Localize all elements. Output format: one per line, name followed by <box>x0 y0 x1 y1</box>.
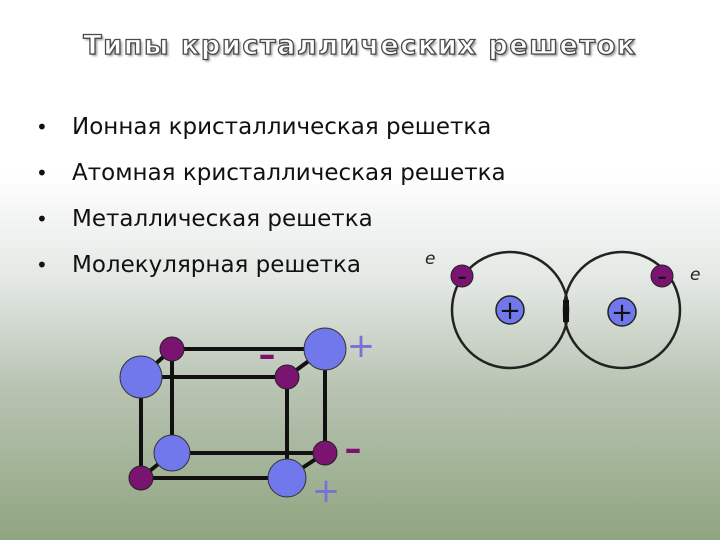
nucleus-plus-sign: + <box>611 298 633 328</box>
bullet-text: Атомная кристаллическая решетка <box>72 160 506 186</box>
cation-ball <box>267 458 307 498</box>
slide-title: Типы кристаллических решеток <box>83 29 637 61</box>
nucleus <box>495 295 525 325</box>
minus-sign: – <box>345 429 362 469</box>
bullet-list: • Ионная кристаллическая решетка • Атомная… <box>36 104 506 288</box>
bullet-dot: • <box>36 207 48 231</box>
electron-label: e <box>690 265 700 285</box>
bullet-item-metallic: • Металлическая решетка <box>36 196 506 242</box>
electron-minus-sign: – <box>658 267 667 288</box>
atomic-bond-diagram: + + – – e e <box>425 249 700 370</box>
bullet-dot: • <box>36 161 48 185</box>
electron-label: e <box>425 249 435 269</box>
bullet-text: Ионная кристаллическая решетка <box>72 114 492 140</box>
cation-ball <box>153 434 191 472</box>
nucleus-plus-sign: + <box>499 296 521 326</box>
nucleus <box>607 297 637 327</box>
anion-ball <box>128 465 154 491</box>
plus-sign: + <box>347 326 376 366</box>
bullet-dot: • <box>36 253 48 277</box>
ionic-lattice-diagram: + – – + <box>119 326 376 511</box>
anion-ball <box>159 336 185 362</box>
bullet-item-atomic: • Атомная кристаллическая решетка <box>36 150 506 196</box>
anion-ball <box>312 440 338 466</box>
minus-sign: – <box>259 335 276 375</box>
cation-ball <box>119 355 163 399</box>
electron <box>650 264 674 288</box>
bullet-item-ionic: • Ионная кристаллическая решетка <box>36 104 506 150</box>
electron <box>450 264 474 288</box>
bullet-item-molecular: • Молекулярная решетка <box>36 242 506 288</box>
electron-minus-sign: – <box>458 267 467 288</box>
bullet-text: Молекулярная решетка <box>72 252 362 278</box>
bullet-dot: • <box>36 115 48 139</box>
cation-ball <box>303 327 347 371</box>
plus-sign: + <box>312 471 341 511</box>
bullet-text: Металлическая решетка <box>72 206 373 232</box>
anion-ball <box>274 364 300 390</box>
